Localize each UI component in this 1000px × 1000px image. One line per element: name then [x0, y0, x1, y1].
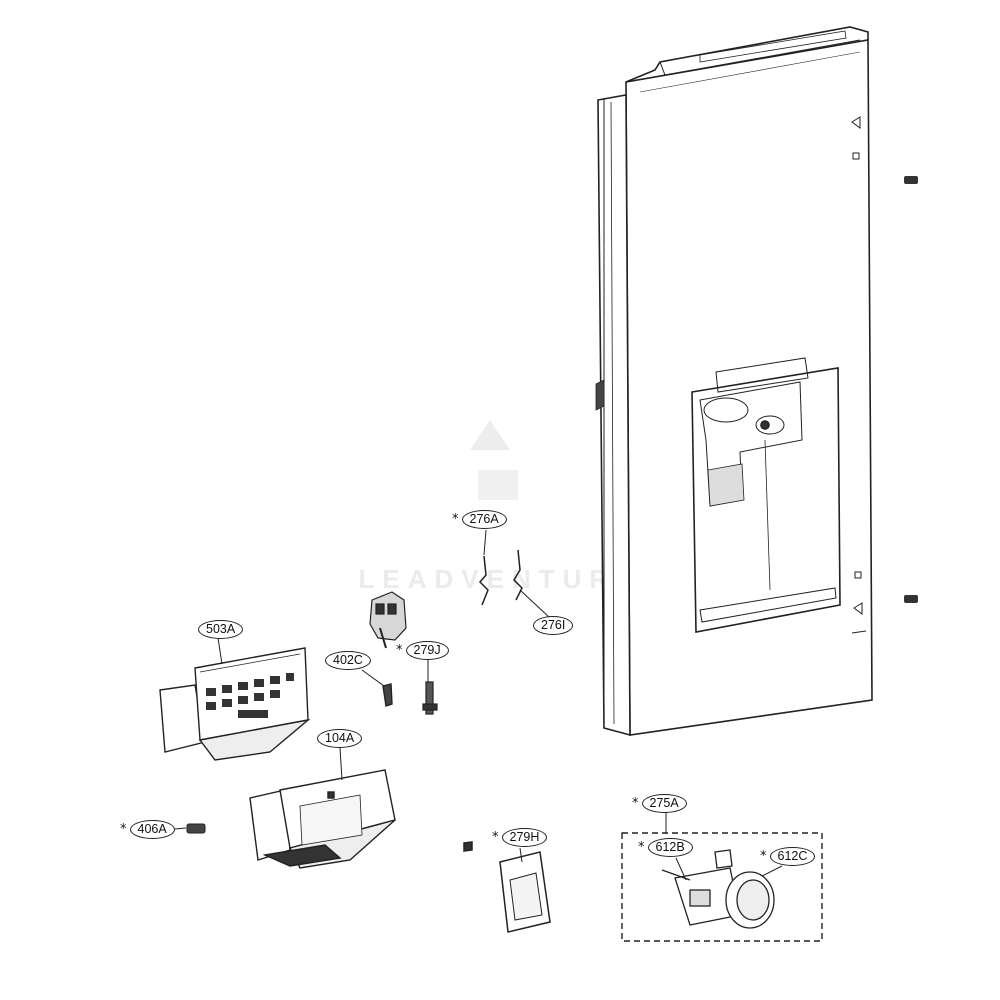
cover-279h — [463, 841, 551, 933]
part-number: 503A — [198, 620, 244, 639]
part-number: 406A — [129, 820, 175, 839]
assembly-box-275a — [621, 832, 823, 942]
callout-276i: 276I — [533, 616, 574, 635]
part-number: 279J — [405, 641, 449, 660]
part-number: 276A — [461, 510, 507, 529]
part-number: 612C — [769, 847, 816, 866]
clip-402c — [382, 683, 393, 707]
star-marker: * — [760, 849, 767, 864]
leader-lines — [163, 529, 783, 881]
control-panel-503a — [159, 647, 311, 761]
screw-406a — [186, 823, 206, 834]
callout-503a: 503A — [198, 620, 244, 639]
valve-bracket — [369, 591, 407, 649]
callout-279h: * 279H — [492, 828, 548, 847]
star-marker: * — [638, 840, 645, 855]
watermark-text: LEADVENTURE — [358, 564, 641, 594]
callout-104a: 104A — [317, 729, 363, 748]
star-marker: * — [452, 512, 459, 527]
callout-406a: * 406A — [120, 820, 175, 839]
watermark: LEADVENTURE — [358, 420, 641, 594]
wire-springs — [478, 549, 523, 606]
callout-276a: * 276A — [452, 510, 507, 529]
callout-275a: * 275A — [632, 794, 687, 813]
part-number: 275A — [641, 794, 687, 813]
part-number: 276I — [533, 616, 574, 635]
part-number: 612B — [647, 838, 693, 857]
star-marker: * — [396, 643, 403, 658]
callout-612b: * 612B — [638, 838, 693, 857]
callout-402c: 402C — [325, 651, 371, 670]
callout-612c: * 612C — [760, 847, 816, 866]
star-marker: * — [632, 796, 639, 811]
screw-279j — [422, 681, 438, 715]
part-number: 402C — [325, 651, 371, 670]
callout-279j: * 279J — [396, 641, 449, 660]
part-number: 279H — [501, 828, 548, 847]
door-screw — [904, 176, 918, 603]
part-number: 104A — [317, 729, 363, 748]
star-marker: * — [120, 822, 127, 837]
housing-104a — [249, 769, 396, 869]
star-marker: * — [492, 830, 499, 845]
refrigerator-door — [595, 26, 873, 737]
